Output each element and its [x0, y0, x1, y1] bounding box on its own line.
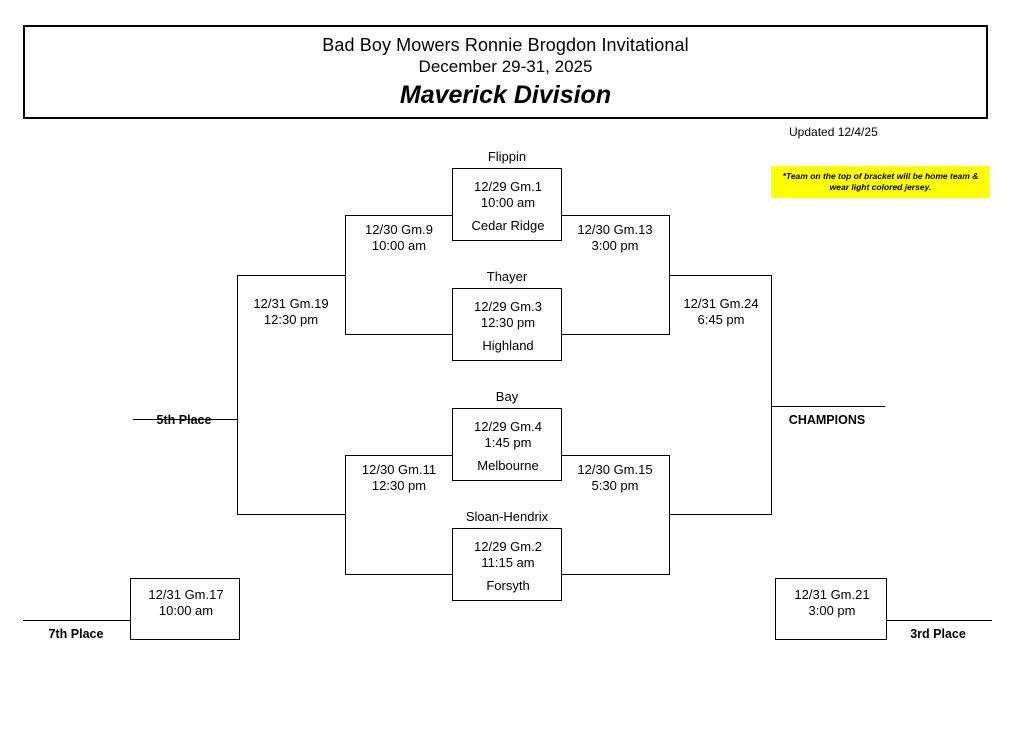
team-label-cedar-ridge: Cedar Ridge: [471, 218, 545, 233]
matchup-box-game-4: 12/29 Gm.4 1:45 pm Melbourne: [452, 408, 562, 481]
home-team-note: *Team on the top of bracket will be home…: [771, 166, 990, 198]
bracket-connector-game-11: [345, 455, 453, 575]
bracket-connector-game-24: [670, 275, 772, 515]
matchup-box-game-3: 12/29 Gm.3 12:30 pm Highland: [452, 288, 562, 361]
team-label-forsyth: Forsyth: [486, 578, 530, 593]
game-info-game-4: 12/29 Gm.4 1:45 pm: [474, 419, 542, 450]
game-info-game-9: 12/30 Gm.9 10:00 am: [365, 222, 433, 253]
matchup-box-game-17: 12/31 Gm.17 10:00 am: [130, 578, 240, 640]
game-info-game-15: 12/30 Gm.15 5:30 pm: [577, 462, 653, 493]
home-team-note-text: *Team on the top of bracket will be home…: [782, 171, 979, 192]
game-info-game-1: 12/29 Gm.1 10:00 am: [474, 179, 542, 210]
third-place-line: [886, 620, 992, 621]
third-place-label: 3rd Place: [910, 627, 966, 641]
team-label-flippin: Flippin: [487, 149, 527, 164]
matchup-box-game-21: 12/31 Gm.21 3:00 pm: [775, 578, 887, 640]
game-info-game-2: 12/29 Gm.2 11:15 am: [474, 539, 542, 570]
champions-label: CHAMPIONS: [788, 413, 866, 427]
game-info-game-13: 12/30 Gm.13 3:00 pm: [577, 222, 653, 253]
bracket-connector-game-19: [237, 275, 345, 515]
game-info-game-3: 12/29 Gm.3 12:30 pm: [474, 299, 542, 330]
game-info-game-21: 12/31 Gm.21 3:00 pm: [794, 587, 870, 618]
game-info-game-11: 12/30 Gm.11 12:30 pm: [361, 462, 437, 493]
fifth-place-label: 5th Place: [156, 413, 212, 427]
bracket-connector-game-15: [561, 455, 670, 575]
matchup-box-game-1: 12/29 Gm.1 10:00 am Cedar Ridge: [452, 168, 562, 241]
team-label-sloan-hendrix: Sloan-Hendrix: [465, 509, 549, 524]
tournament-dates: December 29-31, 2025: [418, 57, 593, 76]
team-label-highland: Highland: [482, 338, 534, 353]
fifth-place-line: [133, 419, 238, 420]
champions-line: [771, 406, 885, 407]
header-box: Bad Boy Mowers Ronnie Brogdon Invitation…: [23, 25, 988, 119]
team-label-thayer: Thayer: [486, 269, 528, 284]
game-info-game-17: 12/31 Gm.17 10:00 am: [148, 587, 224, 618]
team-label-melbourne: Melbourne: [477, 458, 539, 473]
tournament-name: Bad Boy Mowers Ronnie Brogdon Invitation…: [322, 35, 689, 55]
bracket-connector-game-9: [345, 215, 453, 335]
division-title: Maverick Division: [399, 81, 612, 109]
seventh-place-label: 7th Place: [48, 627, 104, 641]
matchup-box-game-2: 12/29 Gm.2 11:15 am Forsyth: [452, 528, 562, 601]
updated-date: Updated 12/4/25: [789, 125, 878, 139]
game-info-game-19: 12/31 Gm.19 12:30 pm: [253, 296, 329, 327]
game-info-game-24: 12/31 Gm.24 6:45 pm: [683, 296, 759, 327]
seventh-place-line: [23, 620, 131, 621]
team-label-bay: Bay: [495, 389, 519, 404]
bracket-connector-game-13: [561, 215, 670, 335]
